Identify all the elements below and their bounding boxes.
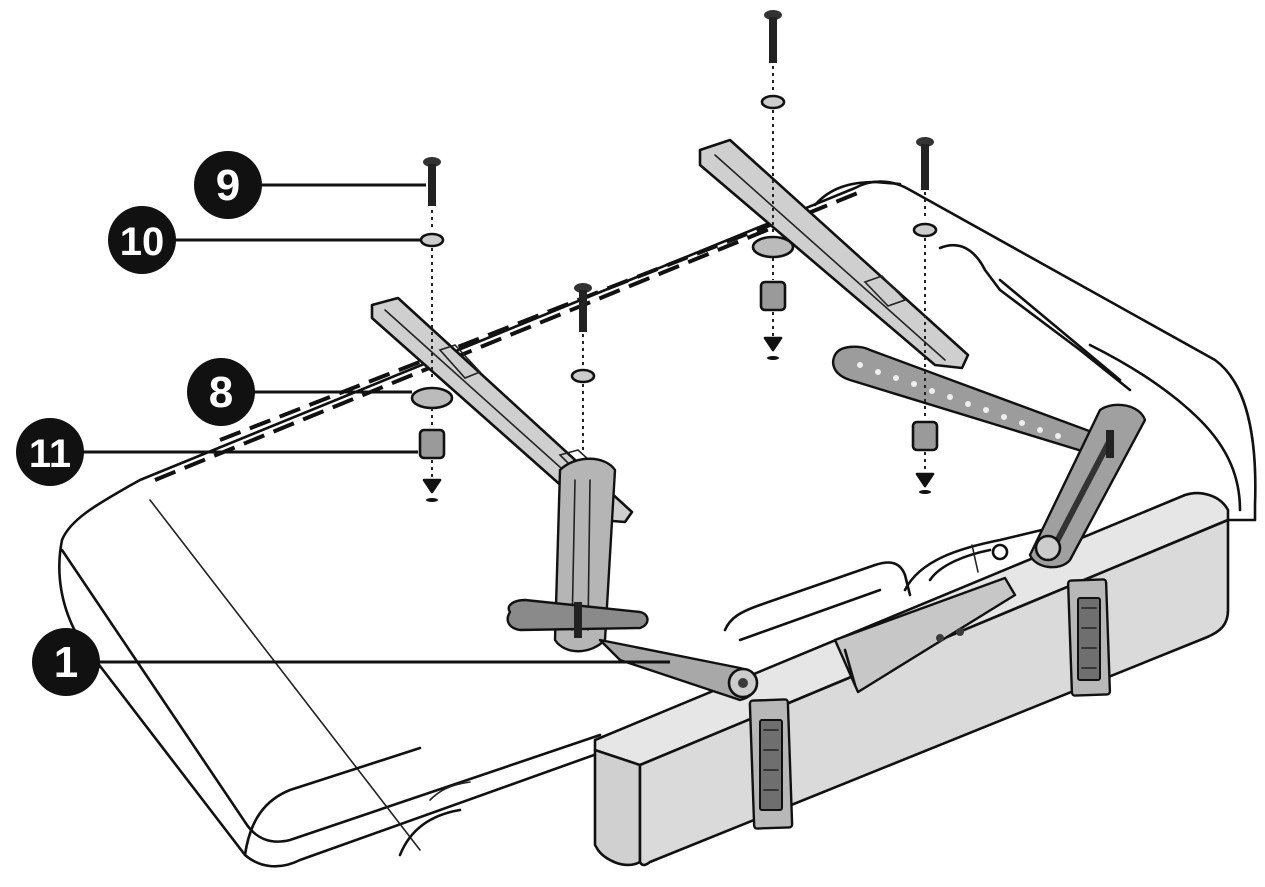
- callout-9-label: 9: [216, 161, 240, 210]
- fastener-set-2: [570, 283, 596, 452]
- left-clamp: [748, 698, 794, 830]
- callout-11: 11: [16, 418, 418, 486]
- callout-8-label: 8: [209, 368, 233, 417]
- callout-10: 10: [108, 206, 420, 274]
- callout-1-label: 1: [54, 638, 78, 687]
- callout-9: 9: [194, 151, 426, 219]
- callout-11-label: 11: [29, 432, 71, 476]
- fastener-set-4: [911, 137, 939, 494]
- callout-10-label: 10: [120, 220, 165, 264]
- fastener-set-1: [410, 157, 454, 502]
- callout-1: 1: [32, 628, 670, 696]
- left-bracket: [370, 296, 759, 702]
- callout-8: 8: [187, 358, 412, 426]
- fastener-set-3: [751, 10, 795, 360]
- right-clamp: [1066, 578, 1112, 697]
- right-bracket: [698, 138, 1147, 569]
